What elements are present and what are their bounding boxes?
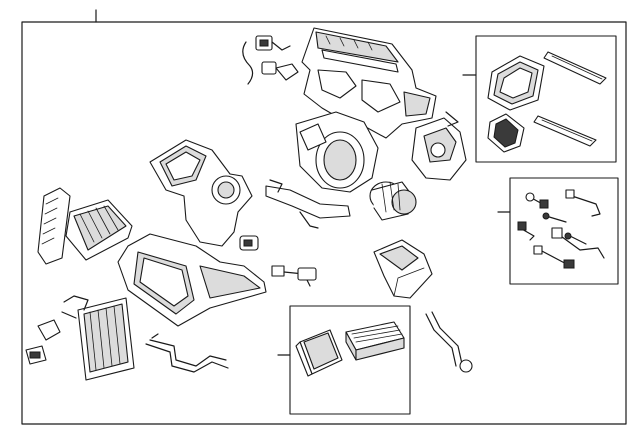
blower-housing-icon [295, 111, 379, 193]
blower-motor-icon [369, 181, 417, 221]
duct-adapters-callout-box [462, 35, 617, 163]
grille-panel-icon [37, 187, 71, 265]
intake-case-icon [149, 139, 259, 251]
blower-motor-resistor-icon [242, 35, 299, 85]
heater-core-icon [65, 199, 133, 261]
floor-duct-icon [373, 239, 433, 299]
filter-callout-box [277, 305, 411, 415]
mounting-bracket-icon [25, 319, 61, 365]
air-distribution-duct-icon [301, 27, 437, 139]
drain-hose-icon [425, 311, 473, 373]
diagram-frame [21, 21, 627, 425]
mode-actuator-icon [411, 111, 467, 181]
evaporator-core-icon [61, 295, 135, 381]
sensors-icon [517, 189, 605, 269]
duct-adapters-icon [487, 51, 607, 153]
refrigerant-pipe-icon [145, 333, 229, 373]
linkage-arm-icon [265, 179, 351, 229]
sensors-callout-box [497, 177, 619, 285]
filter-icon [295, 321, 405, 377]
main-case-icon [117, 233, 317, 327]
